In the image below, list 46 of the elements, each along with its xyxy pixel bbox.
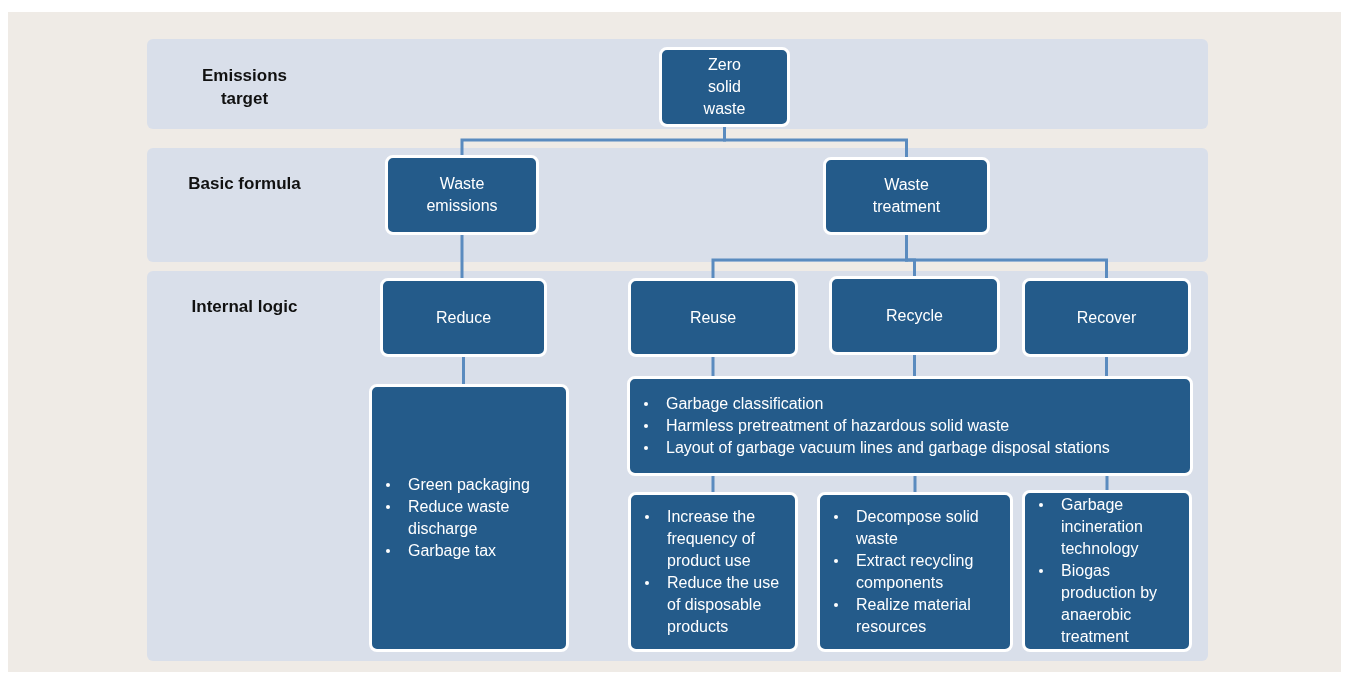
connector-line (711, 476, 715, 492)
bullet-list-box (628, 492, 798, 652)
process-box (659, 47, 790, 127)
bullet-list-box (817, 492, 1013, 652)
process-box (1022, 278, 1191, 357)
bullet-text: Green packaging (408, 475, 530, 495)
bullet-text: Increase the frequency of product use (667, 507, 757, 571)
bullet-text: Reduce waste discharge (408, 497, 511, 539)
bullet-text: Reduce the use of disposable products (667, 573, 781, 637)
box-label: Reuse (689, 307, 737, 328)
row-band (147, 39, 1208, 129)
connector-line (460, 235, 464, 278)
connector-line (1105, 476, 1109, 490)
connector-line (913, 476, 917, 492)
row-band (147, 148, 1208, 262)
row-heading: Emissions target (200, 65, 288, 110)
bullet-text: Garbage incineration technology (1061, 495, 1144, 559)
connector-line (913, 355, 916, 376)
bullet-text: Garbage classification (666, 394, 824, 414)
process-box (823, 157, 990, 235)
row-band (147, 271, 1208, 661)
process-box (628, 278, 798, 357)
bullet-list-box (369, 384, 569, 652)
box-label: Zero solid waste (702, 55, 747, 119)
process-box (380, 278, 547, 357)
bullet-list-box (1022, 490, 1192, 652)
process-box (829, 276, 1000, 355)
bullet-text: Realize material resources (856, 595, 972, 637)
box-label: Waste treatment (871, 175, 942, 217)
bullet-list-box (627, 376, 1193, 476)
connector-line (711, 357, 715, 376)
bullet-text: Harmless pretreatment of hazardous solid waste (666, 416, 1010, 436)
box-label: Waste emissions (425, 174, 499, 216)
bullet-text: Garbage tax (408, 541, 497, 561)
row-heading: Internal logic (190, 296, 299, 318)
bullet-text: Biogas production by anaerobic treatment (1061, 561, 1159, 647)
bullet-text: Decompose solid waste (856, 507, 980, 549)
box-label: Recover (1076, 307, 1137, 328)
bullet-text: Layout of garbage vacuum lines and garbage disposal stations (666, 438, 1110, 458)
connector-line (462, 357, 465, 384)
row-heading: Basic formula (187, 173, 302, 195)
box-label: Reduce (435, 307, 492, 328)
bullet-text: Extract recycling components (856, 551, 975, 593)
process-box (385, 155, 539, 235)
connector-line (1105, 357, 1108, 376)
box-label: Recycle (886, 305, 943, 326)
